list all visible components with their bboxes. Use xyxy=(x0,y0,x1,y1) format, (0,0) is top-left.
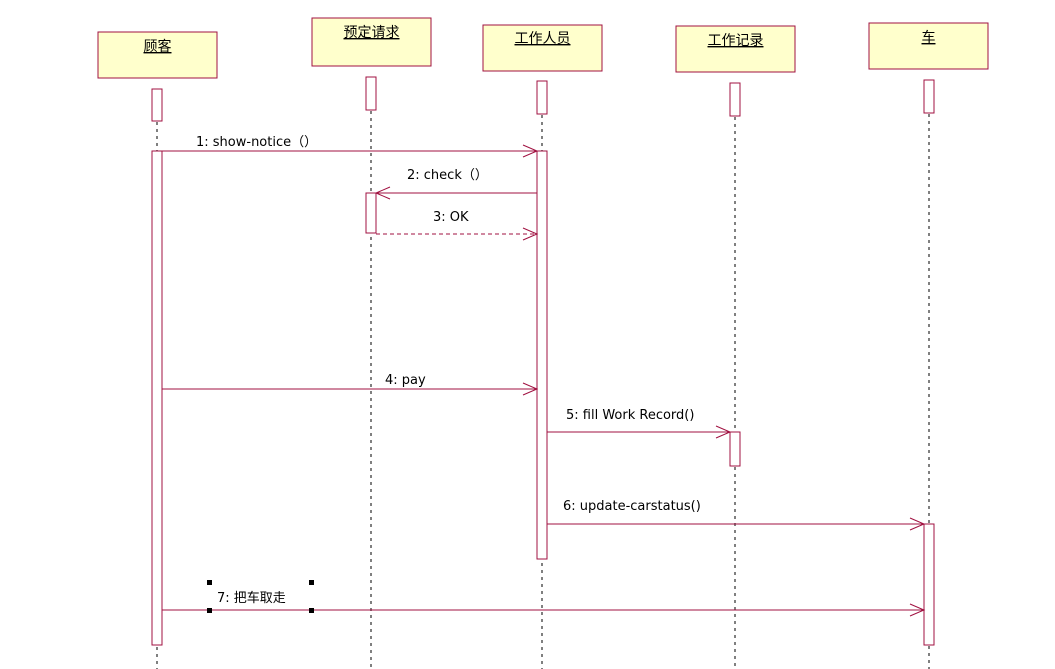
activation-customer-initial[interactable] xyxy=(151,88,163,122)
object-car[interactable]: 车 xyxy=(868,22,989,70)
message-3[interactable]: 3: OK xyxy=(376,210,539,241)
activation-reservation[interactable] xyxy=(365,192,377,234)
object-box[interactable] xyxy=(97,31,218,79)
arrowhead-icon xyxy=(522,227,539,241)
activation-staff[interactable] xyxy=(536,150,548,560)
object-label: 顾客 xyxy=(144,38,172,55)
resize-handle-top-right[interactable] xyxy=(309,580,314,585)
arrowhead-icon xyxy=(522,382,539,396)
arrowhead-icon xyxy=(522,144,539,158)
activation-reservation-initial[interactable] xyxy=(365,76,377,111)
message-label: 3: OK xyxy=(433,210,469,225)
message-label: 7: 把车取走 xyxy=(217,590,286,606)
message-7[interactable]: 7: 把车取走 xyxy=(162,580,926,617)
message-label: 1: show-notice（） xyxy=(196,135,317,150)
message-5[interactable]: 5: fill Work Record() xyxy=(547,408,732,439)
message-label: 2: check（） xyxy=(407,168,488,183)
object-work-record[interactable]: 工作记录 xyxy=(675,25,796,73)
activation-work-record-initial[interactable] xyxy=(729,82,741,117)
arrowhead-icon xyxy=(909,517,926,531)
object-box[interactable] xyxy=(868,22,989,70)
message-6[interactable]: 6: update-carstatus() xyxy=(547,499,926,531)
activation-customer[interactable] xyxy=(151,150,163,646)
resize-handle-bottom-right[interactable] xyxy=(309,608,314,613)
activation-work-record[interactable] xyxy=(729,431,741,467)
activation-staff-initial[interactable] xyxy=(536,80,548,115)
object-box[interactable] xyxy=(482,24,603,72)
object-box[interactable] xyxy=(311,17,432,67)
object-label: 预定请求 xyxy=(344,25,400,41)
message-label: 6: update-carstatus() xyxy=(563,499,701,514)
message-label: 4: pay xyxy=(385,373,426,388)
arrowhead-icon xyxy=(374,186,391,200)
activation-car-initial[interactable] xyxy=(923,79,935,114)
object-reservation[interactable]: 预定请求 xyxy=(311,17,432,67)
selection-handles[interactable] xyxy=(207,580,314,613)
arrowhead-icon xyxy=(909,603,926,617)
object-box[interactable] xyxy=(675,25,796,73)
object-staff[interactable]: 工作人员 xyxy=(482,24,603,72)
activation-car[interactable] xyxy=(923,523,935,646)
message-2[interactable]: 2: check（） xyxy=(374,168,537,200)
message-1[interactable]: 1: show-notice（） xyxy=(162,135,539,158)
arrowhead-icon xyxy=(715,425,732,439)
message-label: 5: fill Work Record() xyxy=(566,408,694,423)
object-customer[interactable]: 顾客 xyxy=(97,31,218,79)
object-label: 工作人员 xyxy=(515,31,571,47)
object-label: 工作记录 xyxy=(708,33,764,49)
message-4[interactable]: 4: pay xyxy=(162,373,539,396)
resize-handle-bottom-left[interactable] xyxy=(207,608,212,613)
resize-handle-top-left[interactable] xyxy=(207,580,212,585)
activations xyxy=(151,76,935,646)
object-label: 车 xyxy=(922,29,936,46)
